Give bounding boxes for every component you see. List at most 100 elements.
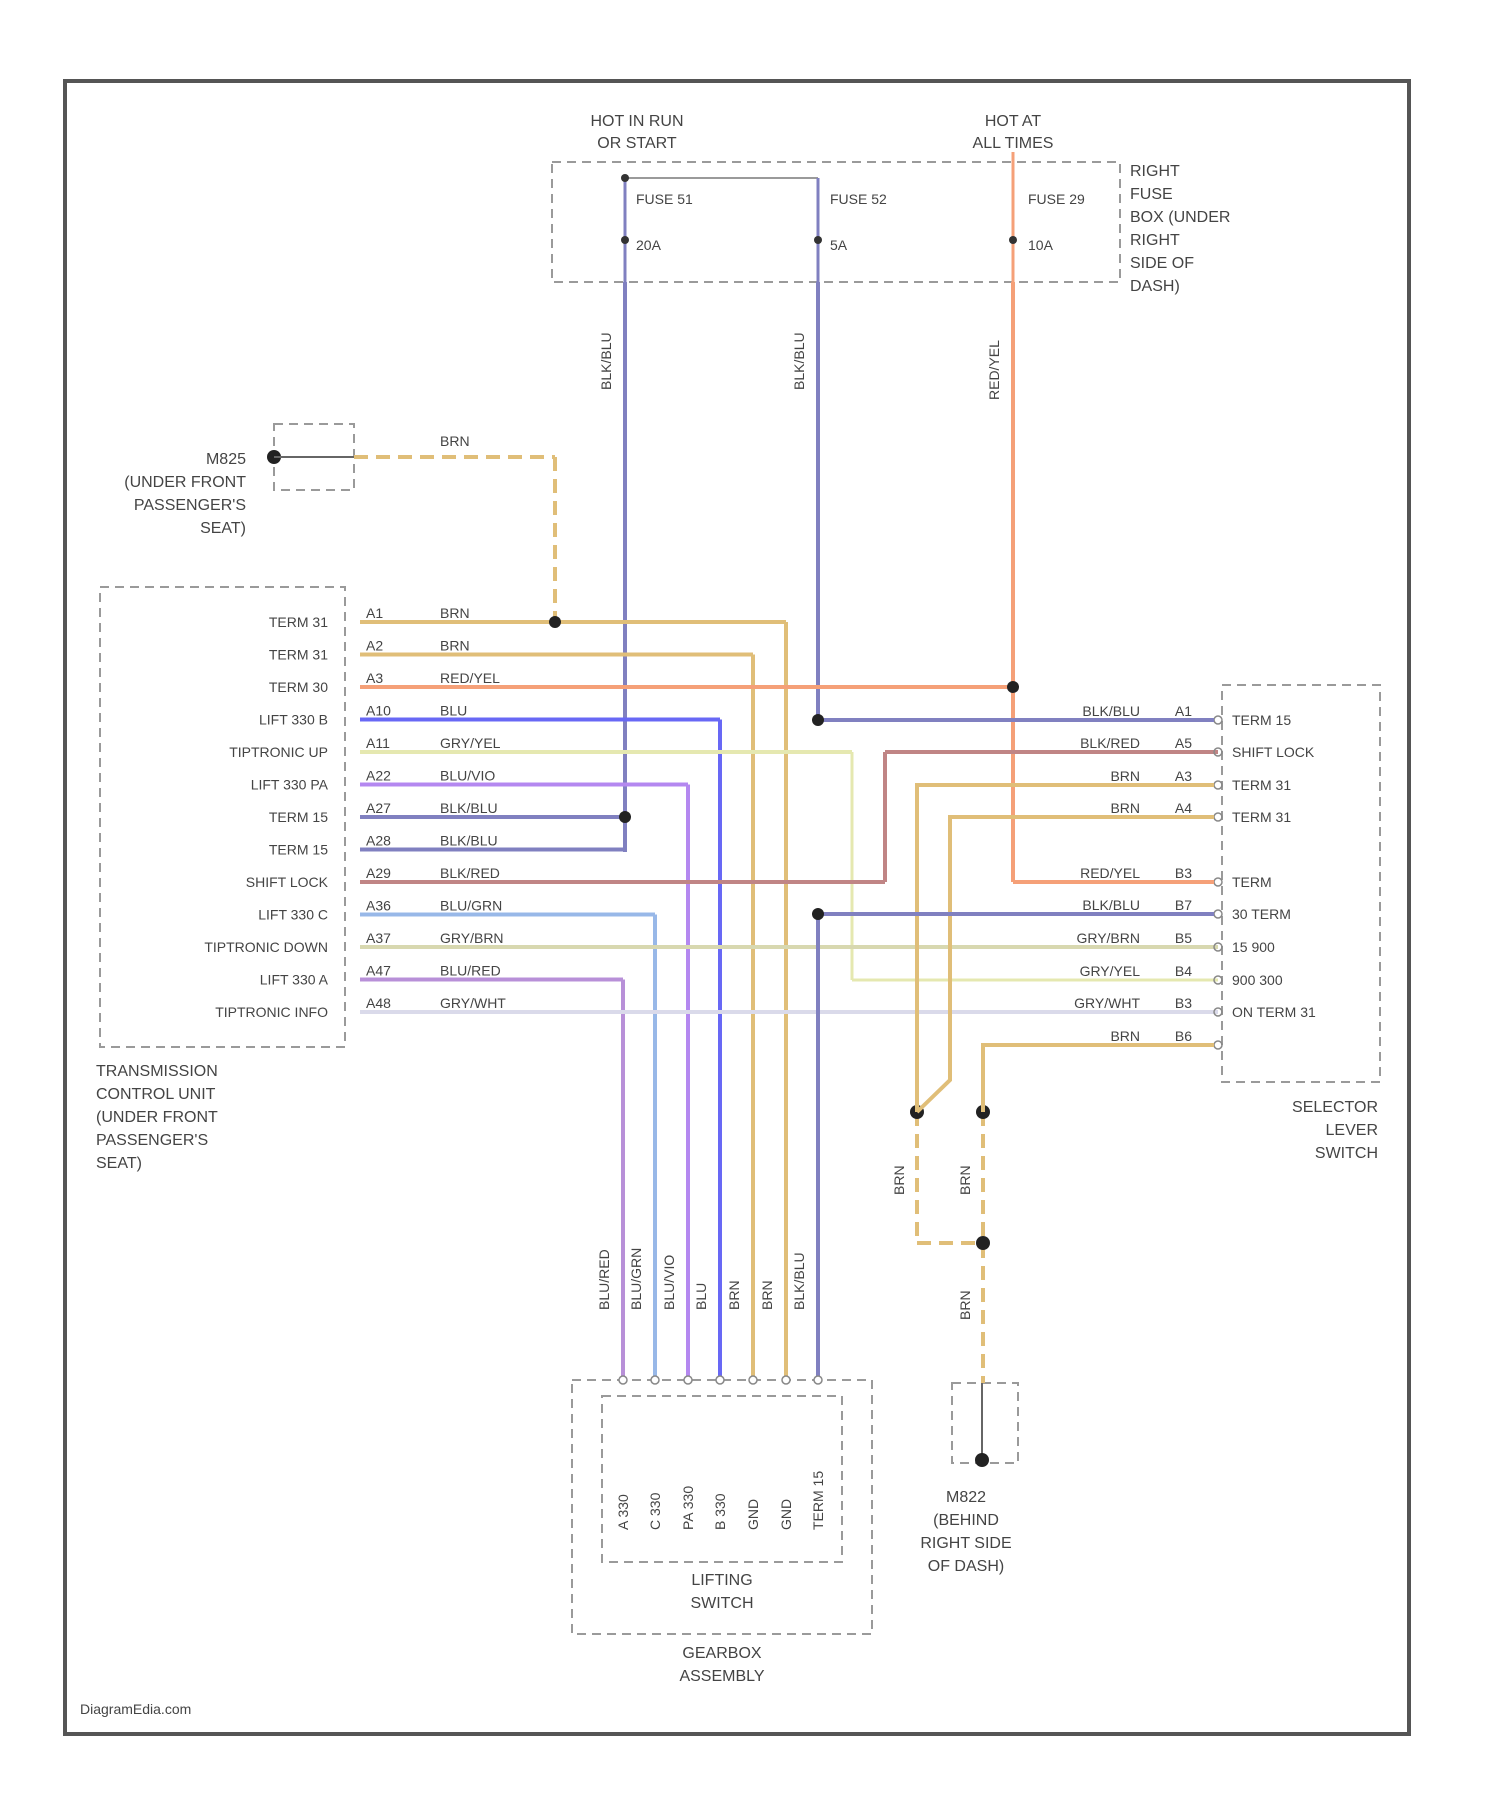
selector-pin-name: 900 300: [1232, 972, 1283, 988]
tcu-pin-number: A29: [366, 865, 391, 881]
supply-all-times-label: HOT AT: [985, 113, 1042, 130]
brn-ground-network: BRN BRN BRN: [891, 1105, 990, 1383]
gearbox-wire-color: BLK/BLU: [791, 1252, 807, 1310]
tcu-wire-color: BLU/GRN: [440, 898, 502, 914]
gearbox-wire-color: BLU/GRN: [628, 1248, 644, 1310]
tcu-pin-name: TERM 15: [269, 809, 328, 825]
svg-text:SIDE OF: SIDE OF: [1130, 255, 1194, 272]
tcu-pin-name: LIFT 330 A: [260, 972, 329, 988]
svg-text:(BEHIND: (BEHIND: [933, 1512, 999, 1529]
selector-wire-color: BRN: [1110, 1028, 1140, 1044]
selector-pin-name: SHIFT LOCK: [1232, 744, 1315, 760]
selector-wire-color: BLK/BLU: [1082, 703, 1140, 719]
tcu-wire-color: BLK/BLU: [440, 800, 498, 816]
selector-pin-name: 30 TERM: [1232, 906, 1291, 922]
gearbox-wire-color: BRN: [726, 1280, 742, 1310]
tcu-wire-color: BLK/RED: [440, 865, 500, 881]
tcu-pin-number: A1: [366, 605, 383, 621]
tcu-pin-name: TERM 31: [269, 647, 328, 663]
tcu-wire-color: GRY/WHT: [440, 995, 506, 1011]
footer-watermark: DiagramEdia.com: [80, 1701, 191, 1717]
selector-wire-color: BLK/RED: [1080, 735, 1140, 751]
gearbox-terminal-name: A 330: [615, 1494, 631, 1530]
gearbox-wire-color: BLU/VIO: [661, 1255, 677, 1310]
tcu-pin-number: A28: [366, 833, 391, 849]
tcu-pin-number: A36: [366, 898, 391, 914]
svg-text:BRN: BRN: [440, 433, 470, 449]
svg-text:FUSE 29: FUSE 29: [1028, 191, 1085, 207]
svg-text:(UNDER FRONT: (UNDER FRONT: [124, 474, 246, 491]
gearbox-pin-contact: [782, 1376, 790, 1384]
svg-text:FUSE 51: FUSE 51: [636, 191, 693, 207]
ground-m825: BRN M825 (UNDER FRONT PASSENGER'S SEAT): [124, 424, 555, 622]
gearbox-label: GEARBOX ASSEMBLY: [679, 1645, 764, 1685]
wire-label-fuse52: BLK/BLU: [791, 332, 807, 390]
svg-text:DASH): DASH): [1130, 278, 1180, 295]
svg-text:LEVER: LEVER: [1326, 1122, 1378, 1139]
svg-text:M825: M825: [206, 451, 246, 468]
wire-junction: [549, 616, 561, 628]
selector-pin-name: TERM 31: [1232, 809, 1291, 825]
svg-text:PASSENGER'S: PASSENGER'S: [96, 1132, 208, 1149]
svg-text:SEAT): SEAT): [96, 1155, 142, 1172]
selector-pin-number: A3: [1175, 768, 1192, 784]
selector-pin-number: B7: [1175, 897, 1192, 913]
selector-wire: [983, 1045, 1214, 1112]
tcu-wire-color: RED/YEL: [440, 670, 500, 686]
svg-text:5A: 5A: [830, 237, 848, 253]
svg-text:(UNDER FRONT: (UNDER FRONT: [96, 1109, 218, 1126]
svg-text:SWITCH: SWITCH: [1315, 1145, 1378, 1162]
gearbox-terminal-name: GND: [745, 1499, 761, 1530]
ground-m822: M822 (BEHIND RIGHT SIDE OF DASH): [920, 1383, 1018, 1575]
selector-pin-number: A4: [1175, 800, 1192, 816]
svg-text:SELECTOR: SELECTOR: [1292, 1099, 1378, 1116]
gearbox-terminal-name: C 330: [647, 1492, 663, 1530]
tcu-pin-number: A3: [366, 670, 383, 686]
selector-pin-name: ON TERM 31: [1232, 1004, 1316, 1020]
tcu-pin-number: A2: [366, 638, 383, 654]
selector-wire-color: GRY/BRN: [1076, 930, 1140, 946]
selector-pins: A1BLK/BLUTERM 15A5BLK/REDSHIFT LOCKA3BRN…: [812, 703, 1316, 1380]
svg-text:RIGHT: RIGHT: [1130, 163, 1180, 180]
selector-pin-contact: [1214, 878, 1222, 886]
svg-text:BOX (UNDER: BOX (UNDER: [1130, 209, 1230, 226]
fuse-box-label: RIGHT FUSE BOX (UNDER RIGHT SIDE OF DASH…: [1130, 163, 1230, 295]
wire-junction: [1007, 681, 1019, 693]
tcu-pin-name: TERM 31: [269, 614, 328, 630]
selector-pin-name: TERM 31: [1232, 777, 1291, 793]
tcu-pin-name: TERM 30: [269, 679, 328, 695]
svg-text:CONTROL UNIT: CONTROL UNIT: [96, 1086, 216, 1103]
selector-pin-number: B6: [1175, 1028, 1192, 1044]
svg-text:SEAT): SEAT): [200, 520, 246, 537]
tcu-pin-name: LIFT 330 C: [258, 907, 328, 923]
svg-text:BRN: BRN: [957, 1290, 973, 1320]
wire-label-fuse51: BLK/BLU: [598, 332, 614, 390]
tcu-wire-color: GRY/YEL: [440, 735, 501, 751]
gearbox-wire-color: BRN: [759, 1280, 775, 1310]
tcu-pin-number: A48: [366, 995, 391, 1011]
selector-pin-number: A1: [1175, 703, 1192, 719]
gearbox-terminal-name: PA 330: [680, 1486, 696, 1530]
svg-text:BRN: BRN: [957, 1165, 973, 1195]
svg-text:SWITCH: SWITCH: [690, 1595, 753, 1612]
supply-run-start-label: HOT IN RUN: [590, 113, 683, 130]
tcu-pin-number: A27: [366, 800, 391, 816]
selector-pin-name: TERM 15: [1232, 712, 1291, 728]
fuse-box: [552, 162, 1120, 282]
tcu-pin-name: LIFT 330 B: [259, 712, 328, 728]
selector-pin-number: B3: [1175, 865, 1192, 881]
selector-pin-number: B5: [1175, 930, 1192, 946]
wire-junction: [619, 811, 631, 823]
selector-pin-number: B4: [1175, 963, 1192, 979]
svg-text:PASSENGER'S: PASSENGER'S: [134, 497, 246, 514]
svg-text:M822: M822: [946, 1489, 986, 1506]
gearbox-pin-contact: [619, 1376, 627, 1384]
selector-pin-contact: [1214, 1041, 1222, 1049]
selector-label: SELECTOR LEVER SWITCH: [1292, 1099, 1378, 1162]
gearbox-pin-contact: [749, 1376, 757, 1384]
lifting-switch-box: [602, 1396, 842, 1562]
svg-text:TRANSMISSION: TRANSMISSION: [96, 1063, 218, 1080]
tcu-pin-name: TIPTRONIC UP: [229, 744, 328, 760]
